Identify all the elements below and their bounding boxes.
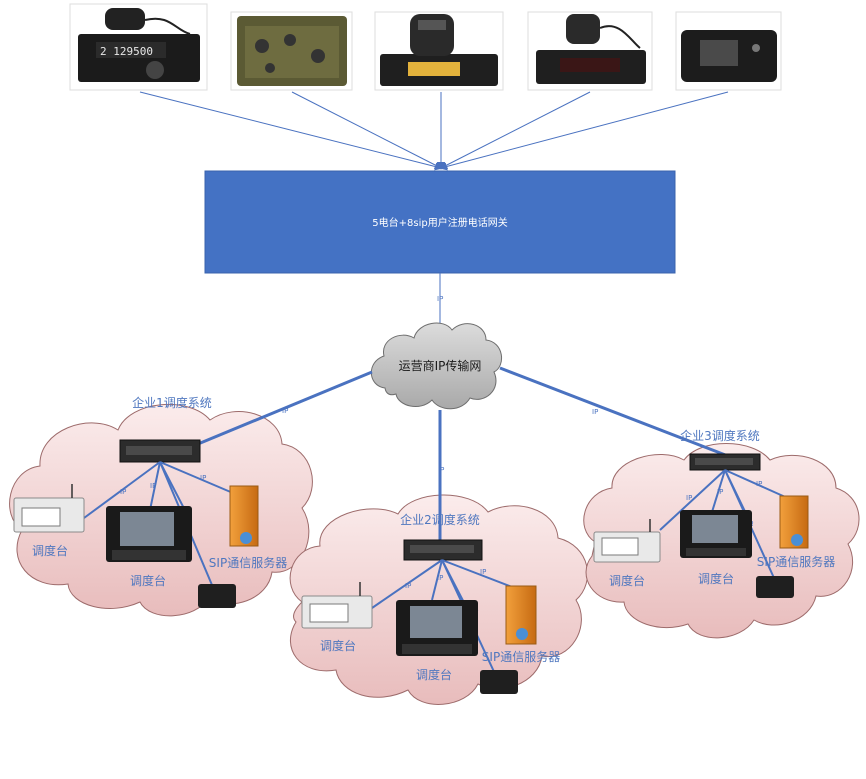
cloud-links: [197, 366, 729, 540]
radio-military: [230, 11, 353, 91]
enterprise-3: 企业3调度系统 IP IP IP IP 调度台 调度台 SIP通信服务器: [593, 428, 835, 598]
svg-text:IP: IP: [480, 568, 486, 576]
svg-text:IP: IP: [686, 494, 692, 502]
sip-server-3-label: SIP通信服务器: [757, 554, 835, 569]
svg-text:2 129500: 2 129500: [100, 45, 153, 58]
radio-links: [139, 91, 729, 171]
ip-label-e1: IP: [282, 407, 288, 415]
radio-hf-1: 2 129500: [69, 3, 208, 91]
enterprise-2: 企业2调度系统 IP IP IP IP 调度台 调度台 SIP通信服务器: [301, 512, 560, 694]
svg-text:IP: IP: [437, 574, 443, 582]
sip-server-2-label: SIP通信服务器: [482, 649, 560, 664]
sip-server-1-label: SIP通信服务器: [209, 555, 287, 570]
console-large-3-label: 调度台: [698, 571, 734, 586]
ip-phone-3: [756, 576, 794, 598]
enterprise-1: 企业1调度系统 IP IP IP IP 调度台 调度台 SIP通信服务器: [13, 395, 287, 608]
gateway-box: [204, 170, 676, 274]
svg-text:IP: IP: [120, 488, 126, 496]
svg-text:IP: IP: [200, 474, 206, 482]
ip-label-e3: IP: [592, 408, 598, 416]
enterprise-cloud-2: [289, 494, 589, 705]
radio-mobile-2: [527, 11, 653, 91]
operator-cloud-label: 运营商IP传输网: [399, 358, 482, 373]
console-large-1-label: 调度台: [130, 573, 166, 588]
ip-label-gateway: IP: [437, 295, 443, 303]
console-small-1-label: 调度台: [32, 543, 68, 558]
svg-text:IP: IP: [405, 582, 411, 590]
enterprise-1-title: 企业1调度系统: [132, 395, 212, 410]
radio-mobile-1: [374, 11, 504, 91]
ip-phone-2: [480, 670, 518, 694]
ip-label-e2: IP: [438, 466, 444, 474]
sip-server-2: [505, 585, 537, 645]
radio-digital: [675, 11, 782, 91]
console-small-2-label: 调度台: [320, 638, 356, 653]
console-small-3-label: 调度台: [609, 573, 645, 588]
ip-phone-1: [198, 584, 236, 608]
console-large-2-label: 调度台: [416, 667, 452, 682]
enterprise-2-title: 企业2调度系统: [400, 512, 480, 527]
svg-text:IP: IP: [717, 488, 723, 496]
enterprise-3-title: 企业3调度系统: [680, 428, 760, 443]
gateway-label: 5电台+8sip用户注册电话网关: [372, 216, 507, 229]
svg-text:IP: IP: [150, 482, 156, 490]
svg-text:IP: IP: [756, 480, 762, 488]
operator-cloud: [370, 322, 502, 410]
